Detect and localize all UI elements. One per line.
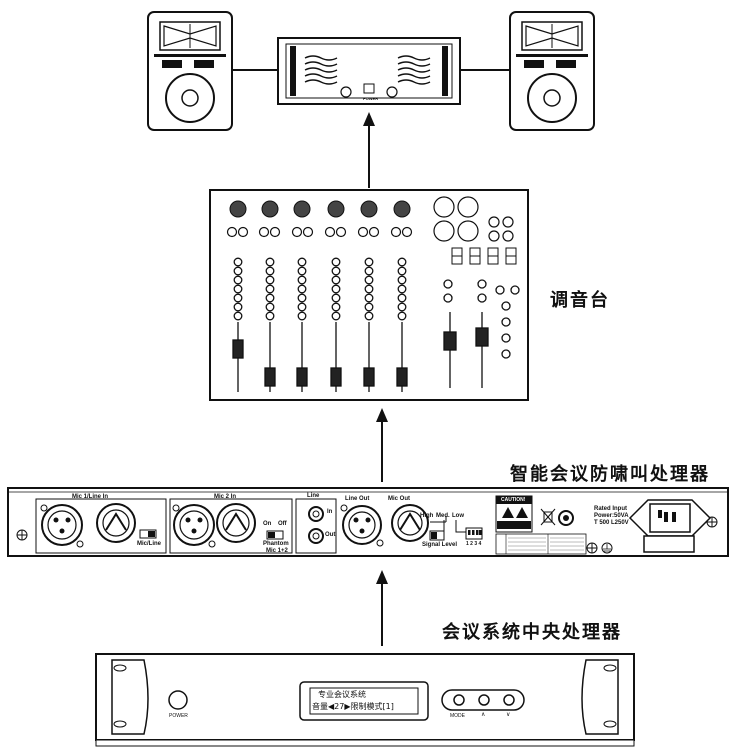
channel-knob (331, 257, 341, 267)
channel-knob (233, 311, 243, 321)
central-processor-label: 会议系统中央处理器 (442, 622, 622, 643)
mixer-console (209, 189, 529, 401)
down-button-label: ∨ (506, 712, 511, 718)
power-button-label: POWER (169, 713, 188, 719)
rated-input-label: Rated Input (594, 506, 627, 512)
central-processor-panel (95, 653, 635, 747)
caution-label: CAUTION! (501, 497, 526, 503)
channel-knob (265, 284, 275, 294)
channel-knob (297, 257, 307, 267)
channel-knob (297, 293, 307, 303)
channel-knob (364, 266, 374, 276)
channel-knob (233, 257, 243, 267)
channel-knob (397, 293, 407, 303)
channel-knob (297, 275, 307, 285)
fuse-rating-label: T 500 L250V (594, 520, 629, 526)
channel-knob (364, 311, 374, 321)
channel-knob (331, 284, 341, 294)
channel-knob (397, 266, 407, 276)
channel-knob (331, 311, 341, 321)
phantom-label: Phantom (263, 541, 289, 547)
channel-knob (233, 302, 243, 312)
line-in-label: In (327, 509, 333, 515)
mode-button-label: MODE (450, 713, 465, 719)
power-amplifier (277, 37, 461, 105)
phantom-off-label: Off (278, 521, 287, 527)
channel-knob (265, 275, 275, 285)
channel-knob (265, 311, 275, 321)
mic1-label: Mic 1/Line In (72, 494, 109, 500)
channel-knob (265, 257, 275, 267)
channel-knob (397, 302, 407, 312)
channel-knob (331, 275, 341, 285)
dip-numbers-label: 1 2 3 4 (466, 541, 482, 547)
channel-knob (265, 302, 275, 312)
channel-knob (397, 311, 407, 321)
mic2-label: Mic 2 In (214, 494, 237, 500)
speaker-right (509, 11, 595, 131)
channel-knob (364, 275, 374, 285)
signal-level-label: Signal Level (422, 542, 458, 548)
phantom-mics-label: Mic 1+2 (266, 548, 288, 554)
fader-cap (264, 367, 276, 387)
mixer-label: 调音台 (550, 290, 610, 311)
channel-knob (233, 284, 243, 294)
channel-knob (364, 293, 374, 303)
channel-knob (233, 266, 243, 276)
speaker-left (147, 11, 233, 131)
channel-knob (331, 302, 341, 312)
channel-knob (364, 257, 374, 267)
phantom-on-label: On (263, 521, 272, 527)
arrowhead-suppressor (376, 570, 388, 584)
channel-knob (364, 284, 374, 294)
channel-knob (397, 257, 407, 267)
channel-knob (297, 311, 307, 321)
power-rating-label: Power:50VA (594, 513, 629, 519)
line-out-label: Line Out (345, 496, 370, 502)
amp-power-label: POWER (363, 96, 379, 101)
channel-knob (297, 266, 307, 276)
channel-knob (331, 266, 341, 276)
channel-knob (233, 293, 243, 303)
channel-knob (265, 266, 275, 276)
arrowhead-mixer (376, 408, 388, 422)
mic-out-label: Mic Out (388, 496, 410, 502)
med-label: Med. (436, 513, 450, 519)
channel-knob (397, 284, 407, 294)
channel-knob (233, 275, 243, 285)
display-line-1: 专业会议系统 (318, 690, 366, 699)
fader-cap (330, 367, 342, 387)
fader-cap (232, 339, 244, 359)
channel-knob (297, 284, 307, 294)
low-label: Low (452, 513, 464, 519)
channel-knob (265, 293, 275, 303)
line-label: Line (307, 493, 320, 499)
line-out-small-label: Out (325, 532, 336, 538)
mic-line-switch-label: Mic/Line (137, 541, 162, 547)
channel-knob (297, 302, 307, 312)
feedback-suppressor-panel (7, 487, 729, 557)
arrowhead-amp (363, 112, 375, 126)
fader-cap (396, 367, 408, 387)
channel-knob (397, 275, 407, 285)
feedback-suppressor-label: 智能会议防啸叫处理器 (510, 464, 710, 485)
channel-knob (364, 302, 374, 312)
fader-cap (296, 367, 308, 387)
high-label: High (420, 513, 434, 519)
channel-knob (331, 293, 341, 303)
display-line-2: 音量◀27▶限制模式[1] (312, 702, 394, 711)
up-button-label: ∧ (481, 712, 486, 718)
fader-cap (363, 367, 375, 387)
